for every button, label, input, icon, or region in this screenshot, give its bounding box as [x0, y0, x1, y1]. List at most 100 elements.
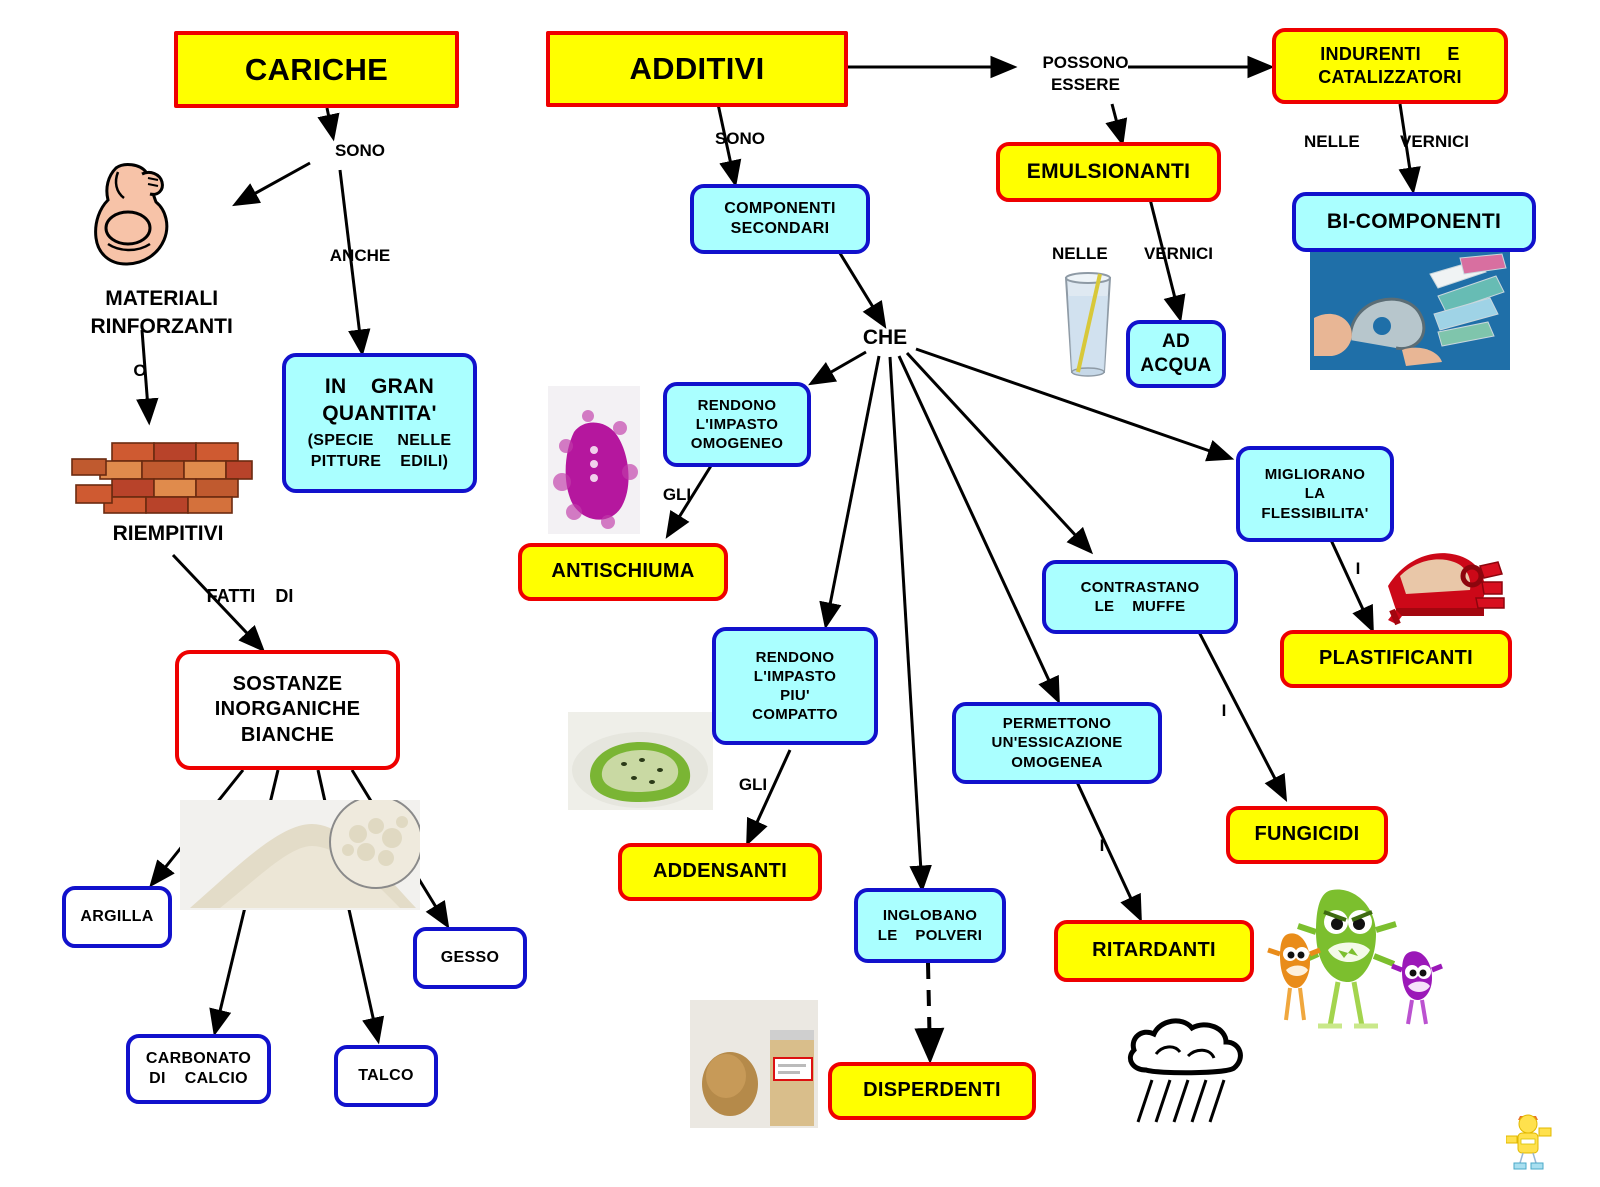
permettono-line-1: PERMETTONO — [1002, 715, 1112, 733]
node-gesso[interactable]: GESSO — [413, 927, 527, 989]
permettono-line-3: OMOGENEA — [1011, 753, 1103, 771]
carbonato-line-1: CARBONATO — [145, 1049, 252, 1067]
contrastano-line-1: CONTRASTANO — [1080, 578, 1200, 596]
green-thickener-food-image — [568, 712, 713, 810]
node-disperdenti[interactable]: DISPERDENTI — [828, 1062, 1036, 1120]
omogeneo-line-1: RENDONO — [697, 396, 777, 414]
possono-line-2: ESSERE — [1050, 75, 1120, 95]
node-ritardanti[interactable]: RITARDANTI — [1054, 920, 1254, 982]
inglobano-line-2: LE POLVERI — [877, 926, 983, 944]
disperdenti-label: DISPERDENTI — [863, 1079, 1001, 1102]
migliorano-line-1: MIGLIORANO — [1264, 466, 1366, 484]
fungicidi-label: FUNGICIDI — [1254, 823, 1360, 846]
compatto-line-2: L'IMPASTO — [753, 667, 837, 685]
label-riempitivi: RIEMPITIVI — [112, 522, 224, 545]
link-label-i-flessibilita: I — [1355, 559, 1361, 578]
brown-powder-jar-image — [690, 1000, 818, 1128]
bi-component-hands-image — [1310, 252, 1510, 370]
ritardanti-label: RITARDANTI — [1092, 939, 1216, 962]
link-label-sono-center: SONO — [714, 129, 766, 148]
componenti-line-1: COMPONENTI — [724, 199, 836, 217]
gran-line-3: (SPECIE NELLE — [307, 432, 452, 450]
compatto-line-3: PIU' — [780, 687, 810, 704]
link-label-i-essicazione: I — [1099, 836, 1105, 855]
link-label-i-muffe: I — [1221, 701, 1227, 720]
argilla-label: ARGILLA — [80, 907, 154, 925]
node-contrastano-le-muffe[interactable]: CONTRASTANO LE MUFFE — [1042, 560, 1238, 634]
link-label-gli-1: GLI — [662, 485, 692, 504]
white-powder-image — [180, 800, 420, 910]
node-argilla[interactable]: ARGILLA — [62, 886, 172, 948]
link-label-vernici-emuls: VERNICI — [1144, 244, 1213, 263]
compatto-line-4: COMPATTO — [752, 706, 838, 724]
link-label-anche: ANCHE — [329, 246, 391, 265]
gran-line-2: QUANTITA' — [322, 401, 437, 425]
possono-line-1: POSSONO — [1042, 53, 1129, 73]
link-label-nelle-emuls: NELLE — [1052, 244, 1108, 263]
migliorano-line-3: FLESSIBILITA' — [1261, 504, 1369, 522]
contrastano-line-2: LE MUFFE — [1094, 598, 1186, 615]
sostanze-line-2: INORGANICHE — [214, 698, 361, 721]
carbonato-line-2: DI CALCIO — [149, 1070, 248, 1087]
node-addensanti[interactable]: ADDENSANTI — [618, 843, 822, 901]
label-materiali-rinforzanti: MATERIALI RINFORZANTI — [40, 258, 260, 367]
rain-cloud-image — [1122, 1010, 1250, 1132]
link-label-fatti-di: FATTI DI — [206, 586, 294, 606]
ad-acqua-line-1: AD — [1161, 330, 1191, 352]
talco-label: TALCO — [358, 1066, 414, 1084]
node-ad-acqua[interactable]: AD ACQUA — [1126, 320, 1226, 388]
node-talco[interactable]: TALCO — [334, 1045, 438, 1107]
flexed-arm-image — [78, 160, 198, 270]
node-permettono-essicazione-omogenea[interactable]: PERMETTONO UN'ESSICAZIONE OMOGENEA — [952, 702, 1162, 784]
plastificanti-label: PLASTIFICANTI — [1319, 647, 1473, 670]
omogeneo-line-3: OMOGENEO — [690, 435, 784, 453]
gesso-label: GESSO — [440, 948, 500, 966]
link-label-o: O — [133, 361, 147, 380]
gran-line-1: IN GRAN — [324, 374, 435, 398]
node-migliorano-la-flessibilita[interactable]: MIGLIORANO LA FLESSIBILITA' — [1236, 446, 1394, 542]
node-additivi-label: ADDITIVI — [629, 51, 765, 87]
bricks-image — [70, 425, 255, 520]
node-fungicidi[interactable]: FUNGICIDI — [1226, 806, 1388, 864]
componenti-line-2: SECONDARI — [730, 220, 830, 237]
node-additivi[interactable]: ADDITIVI — [546, 31, 848, 107]
node-in-gran-quantita[interactable]: IN GRAN QUANTITA' (SPECIE NELLE PITTURE … — [282, 353, 477, 493]
stick-figure-logo — [1506, 1110, 1552, 1170]
node-cariche[interactable]: CARICHE — [174, 31, 459, 108]
link-label-sono-left: SONO — [334, 141, 386, 160]
antischiuma-label: ANTISCHIUMA — [551, 560, 695, 583]
permettono-line-2: UN'ESSICAZIONE — [991, 734, 1123, 752]
materiali-line-2: RINFORZANTI — [90, 314, 233, 338]
materiali-line-1: MATERIALI — [105, 287, 219, 311]
addensanti-label: ADDENSANTI — [652, 860, 788, 883]
glass-of-water-image — [1056, 272, 1120, 378]
bi-componenti-label: BI-COMPONENTI — [1326, 209, 1502, 233]
gran-line-4: PITTURE EDILI) — [310, 452, 449, 470]
link-label-nelle-indur: NELLE — [1304, 132, 1360, 151]
node-antischiuma[interactable]: ANTISCHIUMA — [518, 543, 728, 601]
ad-acqua-line-2: ACQUA — [1140, 355, 1212, 376]
label-possono-essere: POSSONO ESSERE — [1016, 30, 1136, 118]
link-label-vernici-indur: VERNICI — [1400, 132, 1469, 151]
node-bi-componenti[interactable]: BI-COMPONENTI — [1292, 192, 1536, 252]
omogeneo-line-2: L'IMPASTO — [695, 415, 779, 433]
node-inglobano-le-polveri[interactable]: INGLOBANO LE POLVERI — [854, 888, 1006, 963]
node-carbonato-di-calcio[interactable]: CARBONATO DI CALCIO — [126, 1034, 271, 1104]
compatto-line-1: RENDONO — [755, 648, 835, 666]
node-indurenti-e-catalizzatori[interactable]: INDURENTI E CATALIZZATORI — [1272, 28, 1508, 104]
node-rendono-impasto-omogeneo[interactable]: RENDONO L'IMPASTO OMOGENEO — [663, 382, 811, 467]
red-shoes-image — [1380, 520, 1510, 630]
node-sostanze-inorganiche-bianche[interactable]: SOSTANZE INORGANICHE BIANCHE — [175, 650, 400, 770]
node-plastificanti[interactable]: PLASTIFICANTI — [1280, 630, 1512, 688]
inglobano-line-1: INGLOBANO — [882, 907, 978, 925]
sostanze-line-1: SOSTANZE — [232, 672, 343, 695]
node-rendono-impasto-piu-compatto[interactable]: RENDONO L'IMPASTO PIU' COMPATTO — [712, 627, 878, 745]
magenta-foam-image — [548, 386, 640, 534]
node-emulsionanti[interactable]: EMULSIONANTI — [996, 142, 1221, 202]
link-label-gli-2: GLI — [738, 775, 768, 794]
node-cariche-label: CARICHE — [244, 51, 389, 87]
emulsionanti-label: EMULSIONANTI — [1026, 159, 1191, 183]
indurenti-line-1: INDURENTI E — [1320, 43, 1460, 64]
node-componenti-secondari[interactable]: COMPONENTI SECONDARI — [690, 184, 870, 254]
